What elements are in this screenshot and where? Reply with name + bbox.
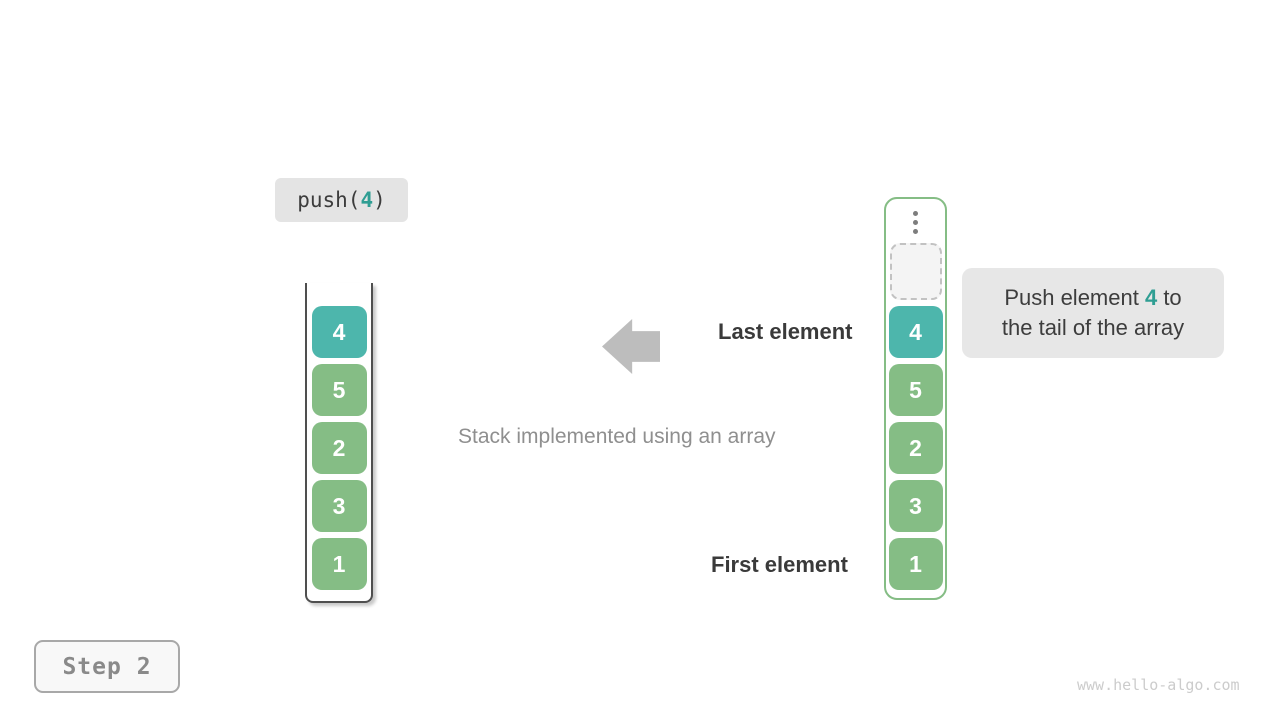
stack-cell: 2 xyxy=(311,422,367,474)
last-element-label: Last element xyxy=(718,319,853,344)
tooltip-line1: Push element 4 to xyxy=(1004,285,1182,310)
empty-slot-placeholder xyxy=(889,243,942,300)
stack-cell: 1 xyxy=(311,538,367,590)
stack-container: 4 5 2 3 1 xyxy=(305,283,373,603)
array-cell: 3 xyxy=(888,480,943,532)
stack-cell: 4 xyxy=(311,306,367,358)
array-cell: 2 xyxy=(888,422,943,474)
stack-cell: 3 xyxy=(311,480,367,532)
array-container: 4 5 2 3 1 xyxy=(884,197,947,600)
push-operation-label: push(4) xyxy=(275,178,408,222)
watermark: www.hello-algo.com xyxy=(1077,676,1240,694)
array-cell: 1 xyxy=(888,538,943,590)
stack-cell: 5 xyxy=(311,364,367,416)
push-argument: 4 xyxy=(360,188,374,212)
array-cell: 5 xyxy=(888,364,943,416)
vertical-ellipsis-icon xyxy=(913,211,918,234)
diagram-caption: Stack implemented using an array xyxy=(458,425,776,448)
tooltip-line2: the tail of the array xyxy=(1001,315,1185,340)
array-cell: 4 xyxy=(888,306,943,358)
push-tooltip: Push element 4 to the tail of the array xyxy=(962,268,1224,358)
step-badge: Step 2 xyxy=(34,640,180,693)
first-element-label: First element xyxy=(711,552,848,577)
left-arrow-icon xyxy=(602,319,660,374)
push-prefix: push( xyxy=(297,188,361,212)
tooltip-highlight: 4 xyxy=(1144,285,1158,310)
push-suffix: ) xyxy=(373,188,386,212)
